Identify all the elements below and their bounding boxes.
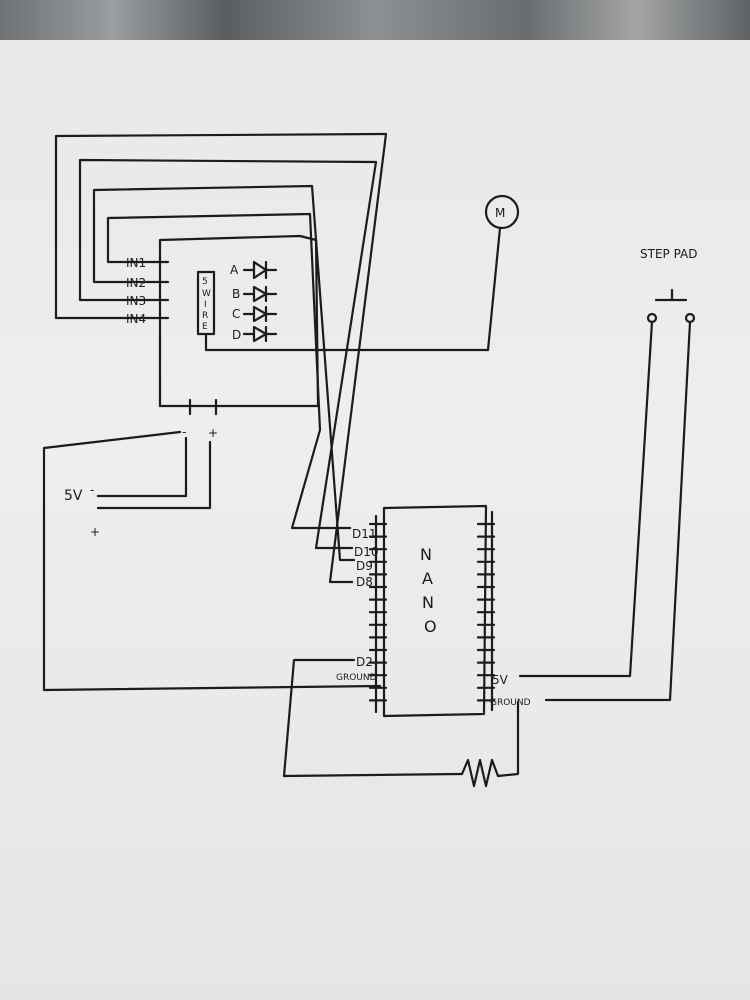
connector-label-1: 5 — [202, 277, 208, 287]
resistor-circuit — [282, 658, 520, 788]
connector-label-5: E — [202, 322, 208, 332]
arduino-nano: N A N O D11 D10 D9 D8 D2 GROUND 5V GROUN… — [336, 504, 531, 718]
led-label-d: D — [232, 328, 241, 342]
pin-d9: D9 — [356, 559, 373, 573]
nano-title-a: A — [422, 569, 433, 588]
led-a-icon — [242, 260, 278, 280]
step-pad-label: STEP PAD — [640, 247, 698, 261]
connector-label-3: I — [204, 300, 207, 310]
led-c-icon — [242, 305, 278, 323]
pin-d2: D2 — [356, 655, 373, 669]
led-label-a: A — [230, 263, 239, 277]
pin-5v: 5V — [492, 673, 509, 687]
power-supply: 5V - + — [42, 430, 382, 692]
supply-minus: - — [90, 483, 94, 497]
step-pad: STEP PAD — [518, 247, 698, 702]
driver-power-minus: - — [182, 425, 186, 439]
supply-plus: + — [90, 525, 100, 539]
led-d-icon — [242, 325, 278, 343]
pin-d11: D11 — [352, 527, 377, 541]
resistor-icon — [460, 700, 520, 788]
supply-label: 5V — [64, 488, 83, 504]
pin-d8: D8 — [356, 575, 373, 589]
pin-ground-right: GROUND — [490, 698, 531, 708]
driver-board: IN1 IN2 IN3 IN4 5 W I R E A B C D - + — [126, 234, 320, 440]
led-b-icon — [242, 285, 278, 303]
connector-label-2: W — [202, 289, 211, 299]
input-wires — [54, 132, 388, 584]
pin-ground-left: GROUND — [336, 673, 377, 683]
motor-label: M — [495, 206, 505, 220]
nano-title-n: N — [420, 545, 432, 564]
vibration-motor: M — [204, 194, 520, 352]
driver-power-plus: + — [208, 426, 218, 440]
led-label-c: C — [232, 307, 240, 321]
pin-d10: D10 — [354, 545, 379, 559]
carpet-background — [0, 0, 750, 42]
nano-title-n2: N — [422, 593, 434, 612]
led-label-b: B — [232, 287, 240, 301]
nano-title-o: O — [424, 617, 437, 636]
connector-label-4: R — [202, 311, 208, 321]
